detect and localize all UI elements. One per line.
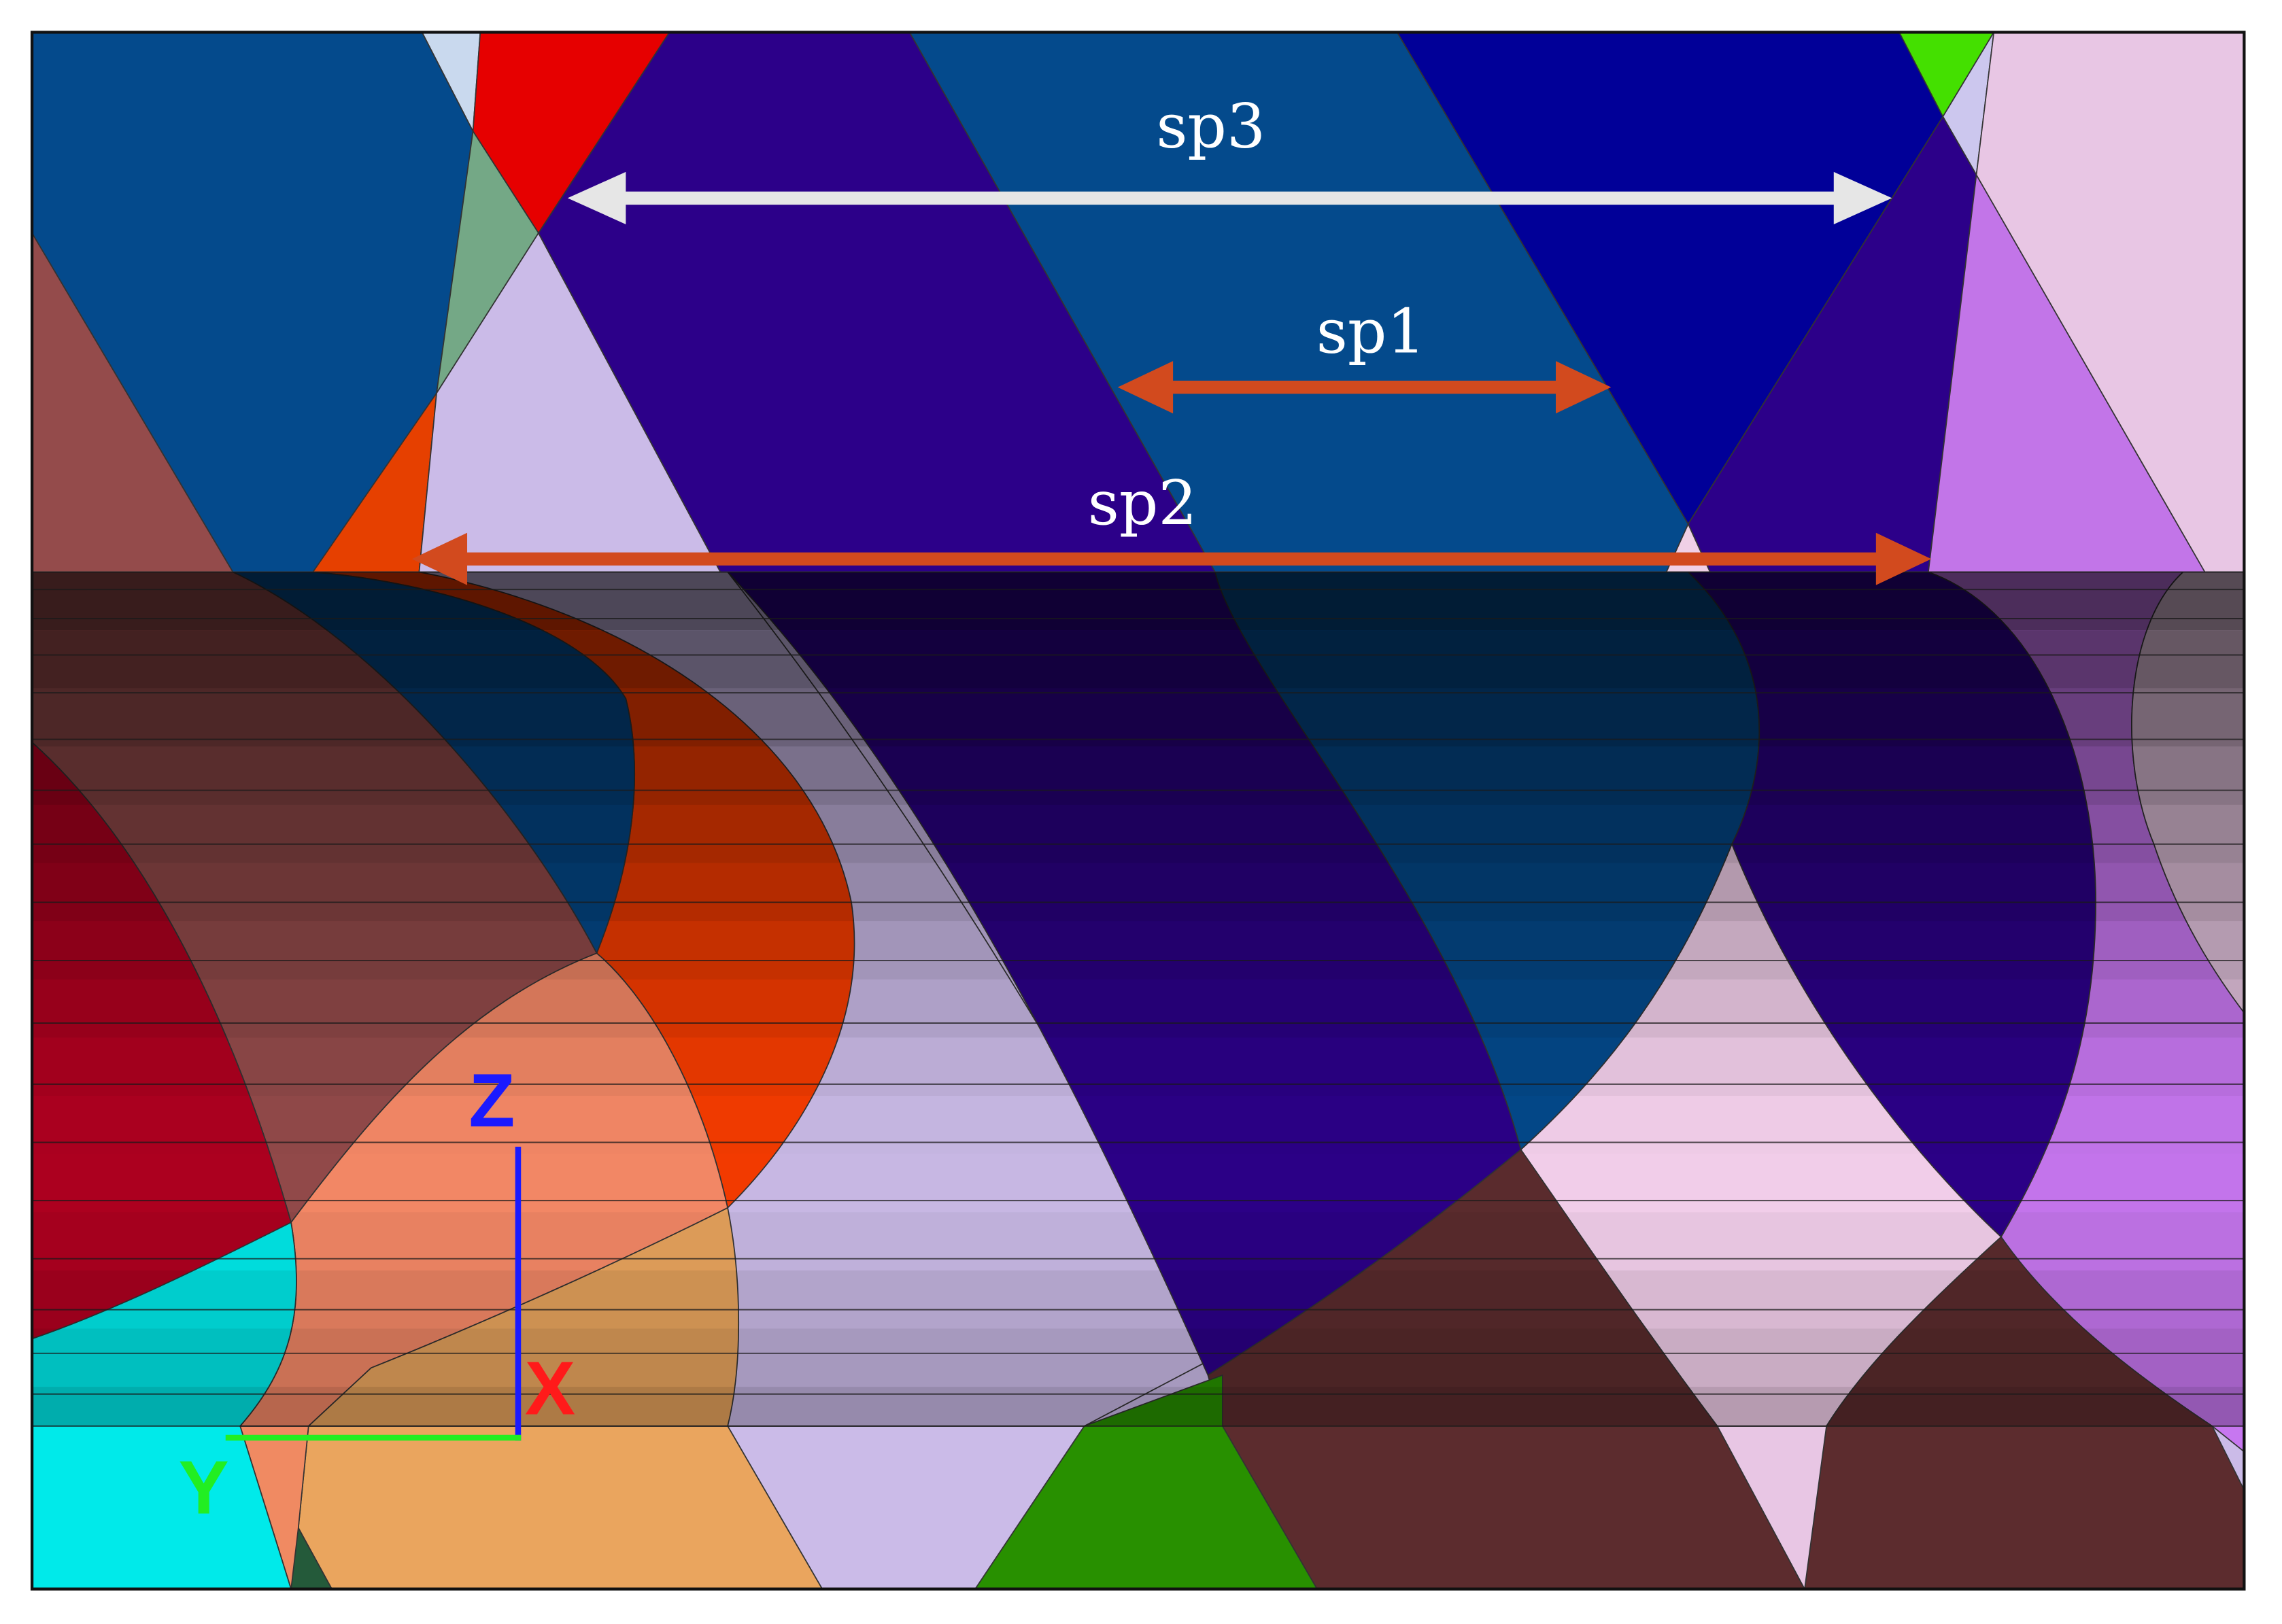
cut-plane-shading <box>32 572 2245 1426</box>
grain-cyan <box>32 1222 297 1589</box>
grain-dark-brown-mid <box>1207 1149 1805 1589</box>
sp3-label: sp3 <box>1156 92 1265 162</box>
section-grains <box>32 571 2245 1589</box>
sp2-label: sp2 <box>1088 468 1197 539</box>
grain-dark-green-sliver <box>290 1527 333 1589</box>
sp1-label: sp1 <box>1316 296 1426 367</box>
dimension-sp1: sp1 <box>1117 296 1612 414</box>
frame-border <box>30 31 2246 1591</box>
axis-triad: Z X Y <box>179 1058 576 1530</box>
y-axis-label: Y <box>179 1445 229 1530</box>
dimension-sp3: sp3 <box>567 92 1892 224</box>
z-axis-label: Z <box>469 1058 515 1143</box>
grain-tan <box>307 1207 740 1427</box>
dimension-sp2: sp2 <box>411 468 1932 585</box>
slice-lines <box>32 589 2245 1427</box>
x-axis-label: X <box>525 1346 575 1431</box>
top-grains <box>32 32 2245 573</box>
